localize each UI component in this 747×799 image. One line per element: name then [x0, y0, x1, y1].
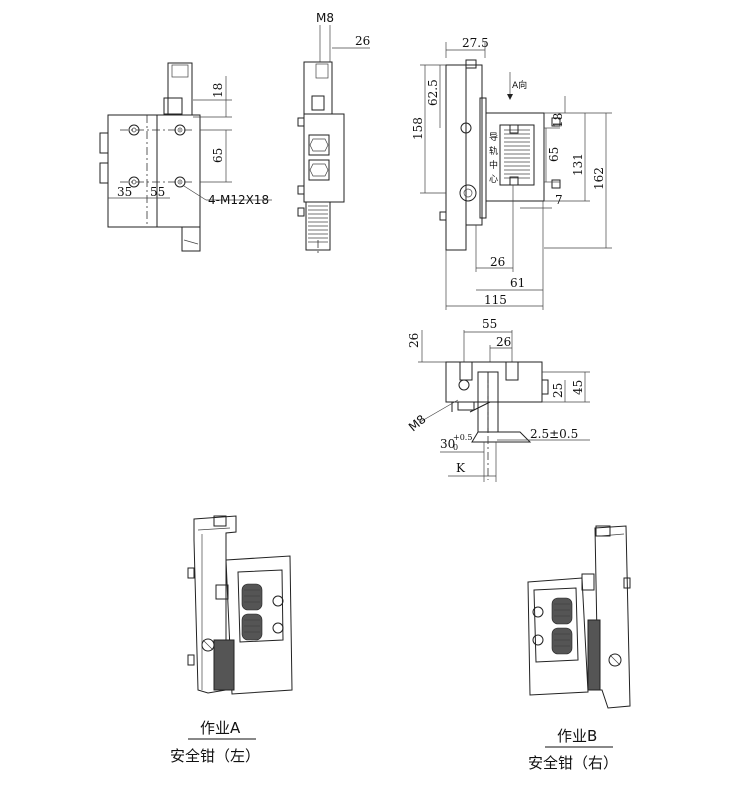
dim-sec-30-tol: +0.5 [453, 433, 472, 442]
dim-158: 158 [411, 117, 425, 140]
dim-62-5: 62.5 [426, 79, 440, 106]
section-view: 55 26 26 45 25 M8 30 +0.5 0 2.5±0.5 [406, 317, 590, 482]
dim-sec-30: 30 [440, 437, 455, 451]
dim-sec-k: K [456, 461, 466, 475]
dim-front-55: 55 [150, 185, 165, 199]
dim-131: 131 [571, 153, 585, 176]
label-a-direction: A向 [512, 79, 527, 91]
dim-sec-gap: 2.5±0.5 [530, 427, 578, 441]
dim-front-18: 18 [211, 83, 225, 98]
dim-27-5: 27.5 [462, 36, 489, 50]
dim-front-35: 35 [117, 185, 132, 199]
dim-sec-45: 45 [571, 380, 585, 395]
dim-side-26: 26 [355, 34, 370, 48]
dim-sec-m8: M8 [406, 412, 429, 434]
caption-b-subtitle: 安全钳（右） [528, 754, 618, 772]
dim-sec-26a: 26 [407, 333, 421, 348]
dim-sec-25: 25 [551, 383, 565, 398]
caption-b-title: 作业B [557, 727, 597, 745]
dim-tr-18: 18 [551, 113, 565, 128]
isometric-a [187, 515, 293, 695]
caption-a-subtitle: 安全钳（左） [170, 747, 260, 765]
dim-61: 61 [510, 276, 525, 290]
isometric-b [527, 525, 631, 709]
caption-a-title: 作业A [200, 719, 241, 737]
rail-text-4: 心 [489, 174, 498, 185]
dim-115: 115 [484, 293, 507, 307]
dim-sec-30-tol2: 0 [453, 443, 458, 452]
rail-text-3: 中 [489, 159, 498, 171]
side-view: M8 26 [297, 11, 370, 256]
dim-162: 162 [592, 167, 606, 190]
dim-tr-26: 26 [490, 255, 505, 269]
dim-sec-26b: 26 [496, 335, 511, 349]
dim-front-65: 65 [211, 148, 225, 163]
rail-text-1: 导 [489, 132, 498, 143]
front-view: 18 65 35 55 4-M12X18 [99, 62, 272, 252]
caption-a: 作业A 安全钳（左） [170, 719, 260, 765]
rail-text-2: 轨 [489, 145, 498, 157]
top-right-view: 27.5 158 62.5 A向 [411, 36, 612, 310]
dim-tr-65: 65 [547, 147, 561, 162]
dim-side-m8: M8 [316, 11, 334, 25]
dim-sec-55: 55 [482, 317, 497, 331]
caption-b: 作业B 安全钳（右） [528, 727, 618, 772]
dim-front-thread: 4-M12X18 [208, 193, 269, 207]
dim-7: 7 [555, 193, 563, 207]
